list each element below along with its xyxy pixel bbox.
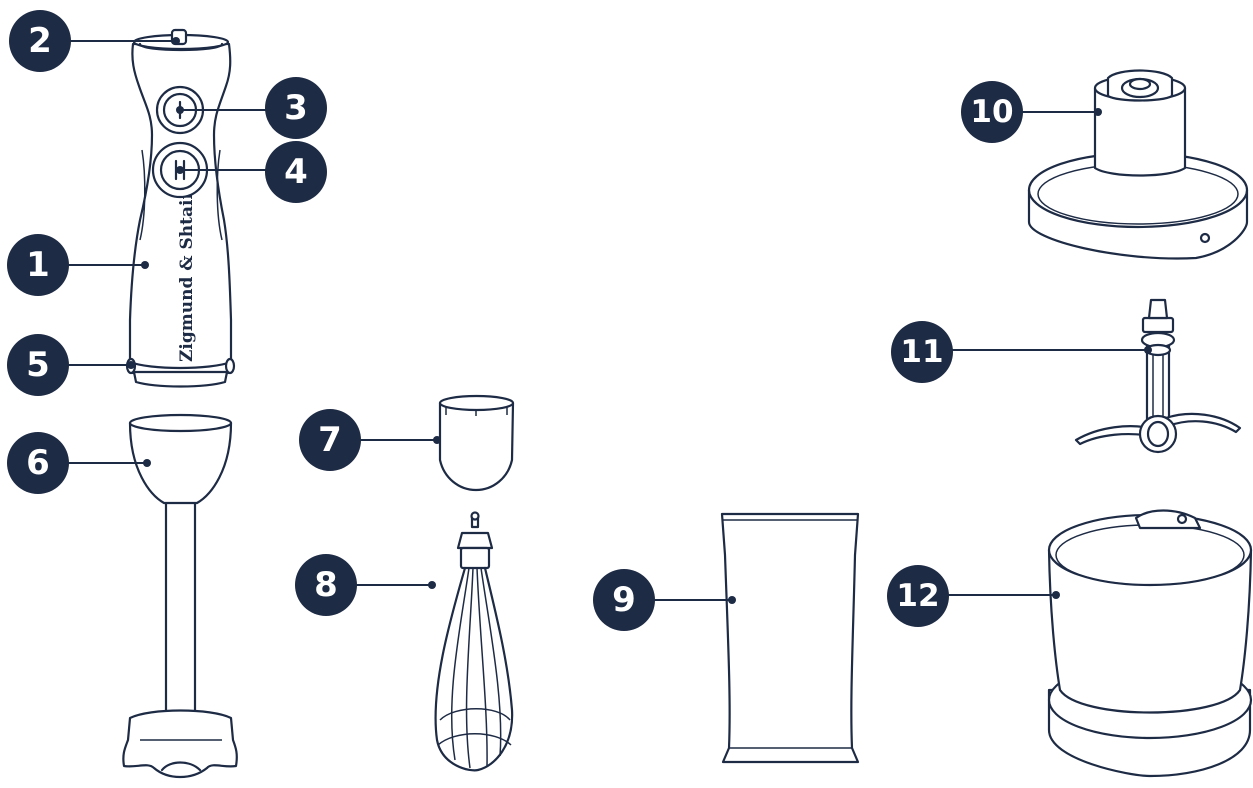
callout-6: 6 (7, 432, 69, 494)
callout-12: 12 (887, 565, 949, 627)
callout-12-label: 12 (896, 578, 939, 614)
callout-5-label: 5 (26, 345, 50, 385)
callout-11-label: 11 (900, 334, 943, 370)
blender-leg (123, 415, 236, 777)
callout-8: 8 (295, 554, 357, 616)
callout-4: 4 (265, 141, 327, 203)
callout-8-label: 8 (314, 565, 338, 605)
brand-label: Zigmund & Shtain (177, 187, 197, 362)
callout-11: 11 (891, 321, 953, 383)
chopper-lid (1029, 71, 1247, 259)
callout-7: 7 (299, 409, 361, 471)
chopper-bowl (1049, 511, 1251, 777)
callout-1: 1 (7, 234, 69, 296)
whisk (436, 513, 513, 771)
callout-6-label: 6 (26, 443, 50, 483)
callout-4-label: 4 (284, 152, 308, 192)
callout-3-label: 3 (284, 88, 308, 128)
callout-2-label: 2 (28, 21, 52, 61)
callout-9: 9 (593, 569, 655, 631)
callout-1-label: 1 (26, 245, 50, 285)
callout-9-label: 9 (612, 580, 636, 620)
measuring-beaker (722, 514, 858, 762)
callout-7-label: 7 (318, 420, 342, 460)
callout-10-label: 10 (970, 94, 1013, 130)
callout-10: 10 (961, 81, 1023, 143)
chopper-blade (1076, 300, 1240, 452)
callout-3: 3 (265, 77, 327, 139)
callout-2: 2 (9, 10, 71, 72)
callout-5: 5 (7, 334, 69, 396)
whisk-adapter (440, 396, 513, 490)
